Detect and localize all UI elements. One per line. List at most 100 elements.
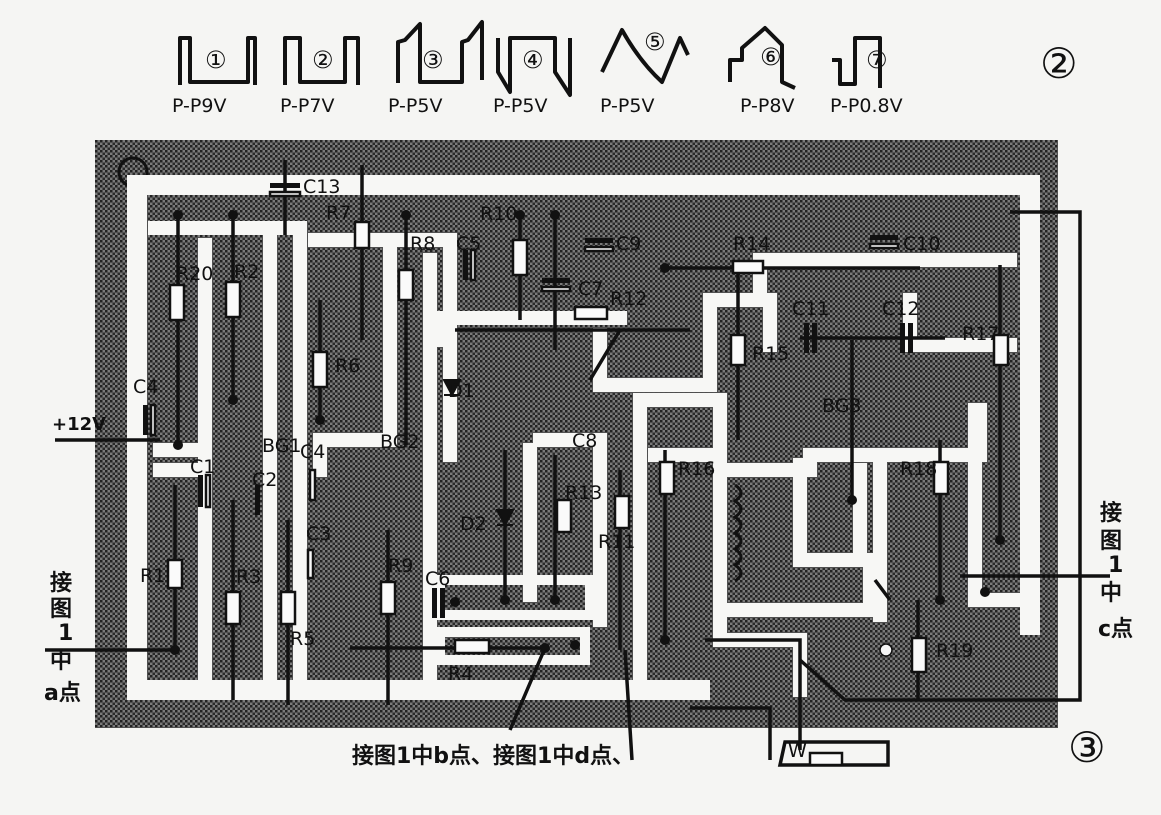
waveform-6 [728, 26, 796, 90]
resistor-r15 [729, 333, 747, 367]
label-c11: C11 [792, 298, 829, 320]
label-c9: C9 [616, 233, 641, 255]
label-r16: R16 [678, 458, 715, 480]
label-c4: C4 [300, 441, 325, 463]
point-a-char-2: 图 [50, 597, 72, 622]
capacitor-c1 [198, 475, 203, 507]
label-c2: C2 [252, 469, 277, 491]
capacitors [143, 183, 913, 618]
point-c-char-3: 1 [1108, 553, 1123, 578]
label-r13: R13 [565, 482, 602, 504]
label-d2: D2 [460, 513, 487, 535]
label-d1: D1 [448, 380, 475, 402]
figure-number-2: ② [1040, 39, 1078, 88]
label-bg2: BG2 [380, 431, 420, 453]
waveform-number-7: ⑦ [866, 46, 888, 74]
resistor-r7 [353, 220, 371, 250]
points-b-d-label: 接图1中b点、接图1中d点、 [352, 743, 634, 769]
label-r10: R10 [480, 203, 517, 225]
point-a-char-1: 接 [50, 571, 72, 596]
point-a-char-5: a点 [44, 680, 81, 706]
label-r5: R5 [290, 628, 315, 650]
label-bg1: BG1 [262, 435, 302, 457]
waveform-7 [832, 36, 882, 88]
pads [170, 210, 1005, 657]
diode-d2 [495, 509, 515, 528]
capacitor-c4 [308, 468, 317, 502]
label-r7: R7 [326, 202, 351, 224]
waveform-label-4: P-P5V [493, 95, 547, 117]
resistor-r4 [453, 638, 491, 655]
label-c5: C5 [456, 233, 481, 255]
capacitor-c10 [870, 235, 898, 240]
capacitor-c9 [585, 238, 613, 243]
label-r2: R2 [234, 261, 259, 283]
waveform-number-2: ② [312, 46, 334, 74]
label-c13: C13 [303, 176, 340, 198]
label-r11: R11 [598, 531, 635, 553]
resistor-r5 [279, 590, 297, 626]
capacitor-c12 [900, 323, 905, 353]
resistor-r19 [910, 636, 928, 674]
figure-number-3: ③ [1068, 723, 1106, 772]
component-labels: R20 R2 C13 R7 R8 C5 R10 C9 C7 R12 R6 D1 … [133, 176, 999, 762]
diode-d1 [442, 379, 462, 398]
waveform-number-4: ④ [522, 46, 544, 74]
resistor-r2 [224, 280, 242, 319]
resistor-r12 [573, 305, 609, 321]
label-c1: C1 [190, 456, 215, 478]
resistor-r9 [379, 580, 397, 616]
waveform-5 [600, 28, 690, 84]
resistor-r16 [658, 460, 676, 496]
label-c7: C7 [578, 278, 603, 300]
supply-label: +12V [52, 414, 106, 435]
label-r14: R14 [733, 233, 770, 255]
label-r9: R9 [388, 555, 413, 577]
waveform-number-1: ① [205, 46, 227, 74]
waveform-number-3: ③ [422, 46, 444, 74]
waveform-label-7: P-P0.8V [830, 95, 903, 117]
label-bg3: BG3 [822, 395, 862, 417]
label-r3: R3 [236, 566, 261, 588]
waveform-4 [496, 36, 572, 97]
resistor-r17 [992, 333, 1010, 367]
label-r1: R1 [140, 565, 165, 587]
label-r8: R8 [410, 233, 435, 255]
label-r17: R17 [962, 323, 999, 345]
waveform-2b [283, 36, 360, 85]
waveform-label-1: P-P9V [172, 95, 226, 117]
capacitor-c13 [270, 183, 300, 188]
waveform-number-5: ⑤ [644, 28, 666, 56]
point-a-char-4: 中 [50, 649, 72, 674]
waveform-label-5: P-P5V [600, 95, 654, 117]
potentiometer-w [808, 751, 844, 767]
label-r12: R12 [610, 288, 647, 310]
resistor-r6 [311, 350, 329, 389]
label-r20: R20 [176, 263, 213, 285]
capacitor-c7 [542, 278, 570, 283]
label-r6: R6 [335, 355, 360, 377]
resistors [166, 220, 1010, 767]
label-c10: C10 [903, 233, 940, 255]
resistor-r13 [555, 498, 573, 534]
capacitor-c6 [432, 588, 437, 618]
label-r19: R19 [936, 640, 973, 662]
waveform-number-6: ⑥ [760, 43, 782, 71]
label-c12: C12 [882, 298, 919, 320]
resistor-r1 [166, 558, 184, 590]
resistor-r11 [613, 494, 631, 530]
label-w: W [788, 740, 807, 762]
capacitor-c5 [463, 250, 468, 280]
annotations: +12V 接 图 1 中 a点 接 图 1 中 c点 接图1中b点、接图1中d点… [44, 414, 1133, 769]
point-c-char-4: 中 [1100, 581, 1122, 606]
waveform-group: ① ② ③ ④ ⑤ ⑥ ⑦ P-P9V P-P7V P-P5V P-P5V P-… [172, 20, 903, 117]
resistor-r8 [397, 268, 415, 302]
waveform-label-2: P-P7V [280, 95, 334, 117]
waveform-1 [178, 36, 257, 85]
resistor-r18 [932, 460, 950, 496]
resistor-r10 [511, 238, 529, 277]
waveform-label-6: P-P8V [740, 95, 794, 117]
point-a-char-3: 1 [58, 621, 73, 646]
